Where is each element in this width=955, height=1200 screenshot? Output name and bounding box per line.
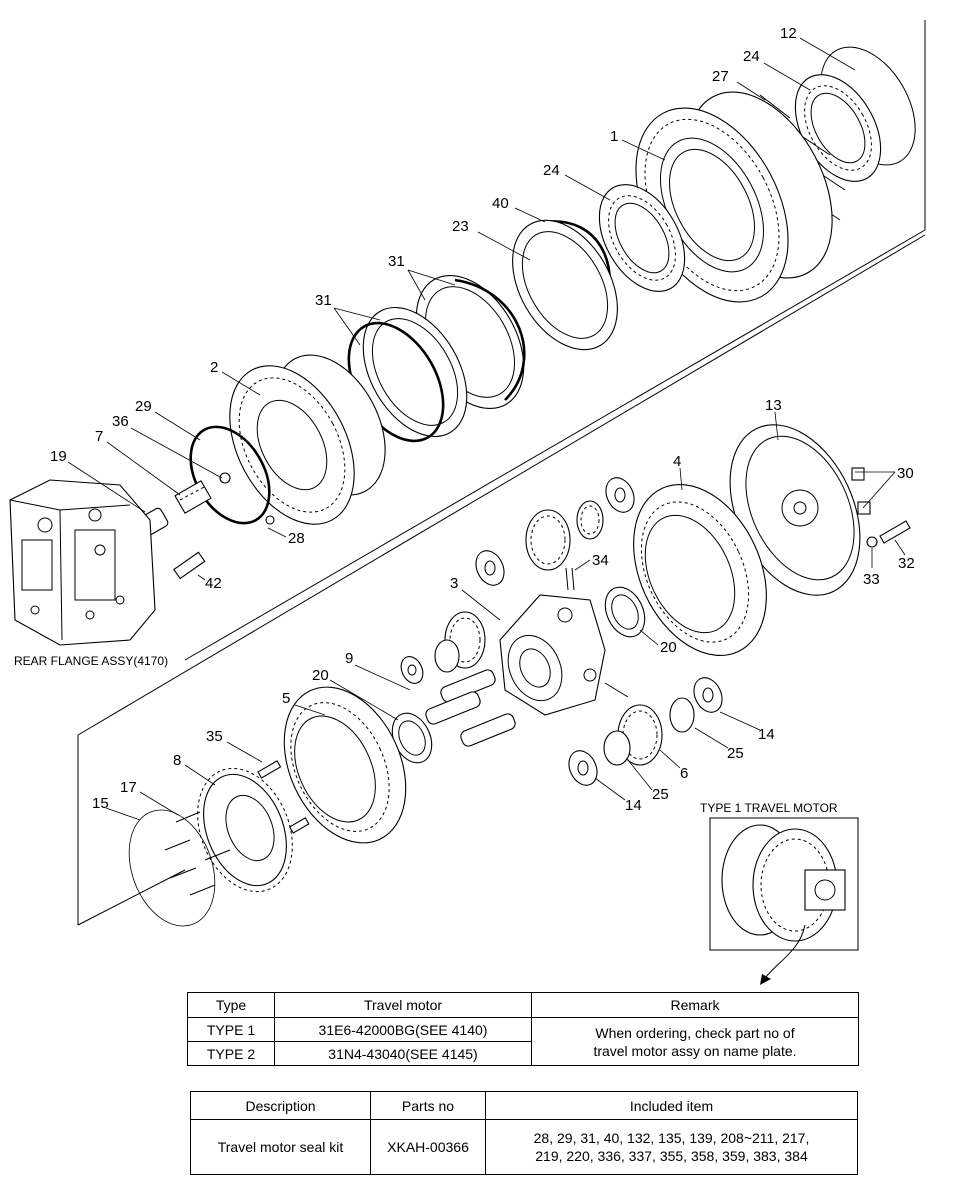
- part-2-hub: [229, 354, 386, 525]
- callout-8: 8: [173, 752, 181, 769]
- callout-23: 23: [452, 218, 469, 235]
- description-cell: Travel motor seal kit: [190, 1119, 371, 1175]
- callout-14b: 14: [625, 797, 642, 814]
- table-header-row: Type Travel motor Remark: [187, 992, 859, 1018]
- callout-35: 35: [206, 728, 223, 745]
- callout-9: 9: [345, 650, 353, 667]
- type-cell: TYPE 1: [187, 1017, 275, 1042]
- callout-4: 4: [673, 453, 681, 470]
- part-14-washer-upper: [475, 477, 635, 586]
- callout-34: 34: [592, 552, 609, 569]
- callout-19: 19: [50, 448, 67, 465]
- included-items-cell: 28, 29, 31, 40, 132, 135, 139, 208~211, …: [485, 1119, 858, 1175]
- part-24-bearing-rear: [794, 74, 882, 182]
- part-3-carrier: [499, 594, 606, 716]
- table-row: TYPE 1 31E6-42000BG(SEE 4140) When order…: [187, 1017, 859, 1066]
- callout-3: 3: [450, 575, 458, 592]
- callout-30: 30: [897, 465, 914, 482]
- callout-40: 40: [492, 195, 509, 212]
- part-5-ring-gear: [283, 686, 407, 844]
- callout-27: 27: [712, 68, 729, 85]
- callout-13: 13: [765, 397, 782, 414]
- part-33-washer: [866, 536, 878, 548]
- callout-33: 33: [863, 571, 880, 588]
- rear-flange-assy: [9, 479, 156, 646]
- items-line-1: 28, 29, 31, 40, 132, 135, 139, 208~211, …: [533, 1130, 810, 1146]
- part-23-sleeve: [512, 219, 618, 351]
- callout-25b: 25: [652, 786, 669, 803]
- part-7-coupling: [174, 480, 212, 514]
- items-line-2: 219, 220, 336, 337, 355, 358, 359, 383, …: [535, 1148, 808, 1164]
- part-35-bolt: [257, 760, 310, 834]
- header-parts-no: Parts no: [370, 1091, 486, 1120]
- part-pin-small: [604, 682, 629, 698]
- remark-line-1: When ordering, check part no of: [595, 1024, 795, 1041]
- part-17-studs: [164, 811, 231, 896]
- callout-7: 7: [95, 428, 103, 445]
- remark-line-2: travel motor assy on name plate.: [593, 1042, 797, 1059]
- header-travel-motor: Travel motor: [274, 992, 532, 1018]
- type-cell: TYPE 2: [187, 1041, 275, 1066]
- part-20-thrust-washer-right: [604, 586, 646, 638]
- callout-36: 36: [112, 413, 129, 430]
- callout-14a: 14: [758, 726, 775, 743]
- header-remark: Remark: [531, 992, 859, 1018]
- remark-cell: When ordering, check part no of travel m…: [531, 1017, 859, 1066]
- rear-flange-caption: REAR FLANGE ASSY(4170): [14, 654, 168, 668]
- callout-31b: 31: [315, 292, 332, 309]
- header-included-item: Included item: [485, 1091, 858, 1120]
- table-row: TYPE 2 31N4-43040(SEE 4145): [187, 1041, 859, 1066]
- upper-assembly-frame: [184, 20, 926, 661]
- part-30-plugs: [851, 467, 871, 515]
- part-42-pin: [173, 551, 206, 580]
- callout-31a: 31: [388, 253, 405, 270]
- part-28-pin: [265, 515, 275, 525]
- callout-29: 29: [135, 398, 152, 415]
- type1-motor-inset: [709, 817, 859, 985]
- part-6-gear-upper: [525, 500, 604, 571]
- part-4-ring-gear: [633, 484, 767, 656]
- motor-cell: 31N4-43040(SEE 4145): [274, 1041, 532, 1066]
- type1-motor-caption: TYPE 1 TRAVEL MOTOR: [700, 801, 838, 815]
- header-description: Description: [190, 1091, 371, 1120]
- part-9-shafts: [400, 656, 516, 747]
- callout-12: 12: [780, 25, 797, 42]
- callout-17: 17: [120, 779, 137, 796]
- part-1-housing: [635, 91, 833, 303]
- motor-cell: 31E6-42000BG(SEE 4140): [274, 1017, 532, 1042]
- part-13-cover: [729, 424, 861, 596]
- part-36-ball: [219, 472, 231, 484]
- callout-24b: 24: [543, 162, 560, 179]
- callout-15: 15: [92, 795, 109, 812]
- motor-type-table: Type Travel motor Remark TYPE 1 31E6-420…: [187, 992, 859, 1066]
- part-32-bolt: [879, 520, 911, 544]
- callout-leaders: [67, 37, 906, 821]
- callout-28: 28: [288, 530, 305, 547]
- part-14-washer-lower: [568, 677, 723, 786]
- header-type: Type: [187, 992, 275, 1018]
- parts-no-cell: XKAH-00366: [370, 1119, 486, 1175]
- part-8-sprocket: [197, 767, 293, 893]
- table-header-row: Description Parts no Included item: [190, 1091, 858, 1120]
- callout-labels: 12 24 27 1 24 40 23 31 31 2 29 36 7 19 2…: [50, 25, 915, 814]
- part-6-gear-lower: [603, 697, 695, 766]
- callout-20a: 20: [660, 639, 677, 656]
- callout-2: 2: [210, 359, 218, 376]
- callout-25a: 25: [727, 745, 744, 762]
- callout-6: 6: [680, 765, 688, 782]
- callout-20b: 20: [312, 667, 329, 684]
- callout-5: 5: [282, 690, 290, 707]
- callout-1: 1: [610, 128, 618, 145]
- part-24-bearing-front: [598, 184, 686, 292]
- part-15-shim: [128, 809, 216, 927]
- lower-assembly-frame: [77, 234, 926, 926]
- callout-42: 42: [205, 575, 222, 592]
- seal-kit-table: Description Parts no Included item Trave…: [190, 1091, 858, 1175]
- part-6-gear-left: [434, 611, 486, 673]
- callout-24: 24: [743, 48, 760, 65]
- part-34-pin: [565, 567, 575, 591]
- callout-32: 32: [898, 555, 915, 572]
- table-row: Travel motor seal kit XKAH-00366 28, 29,…: [190, 1119, 858, 1175]
